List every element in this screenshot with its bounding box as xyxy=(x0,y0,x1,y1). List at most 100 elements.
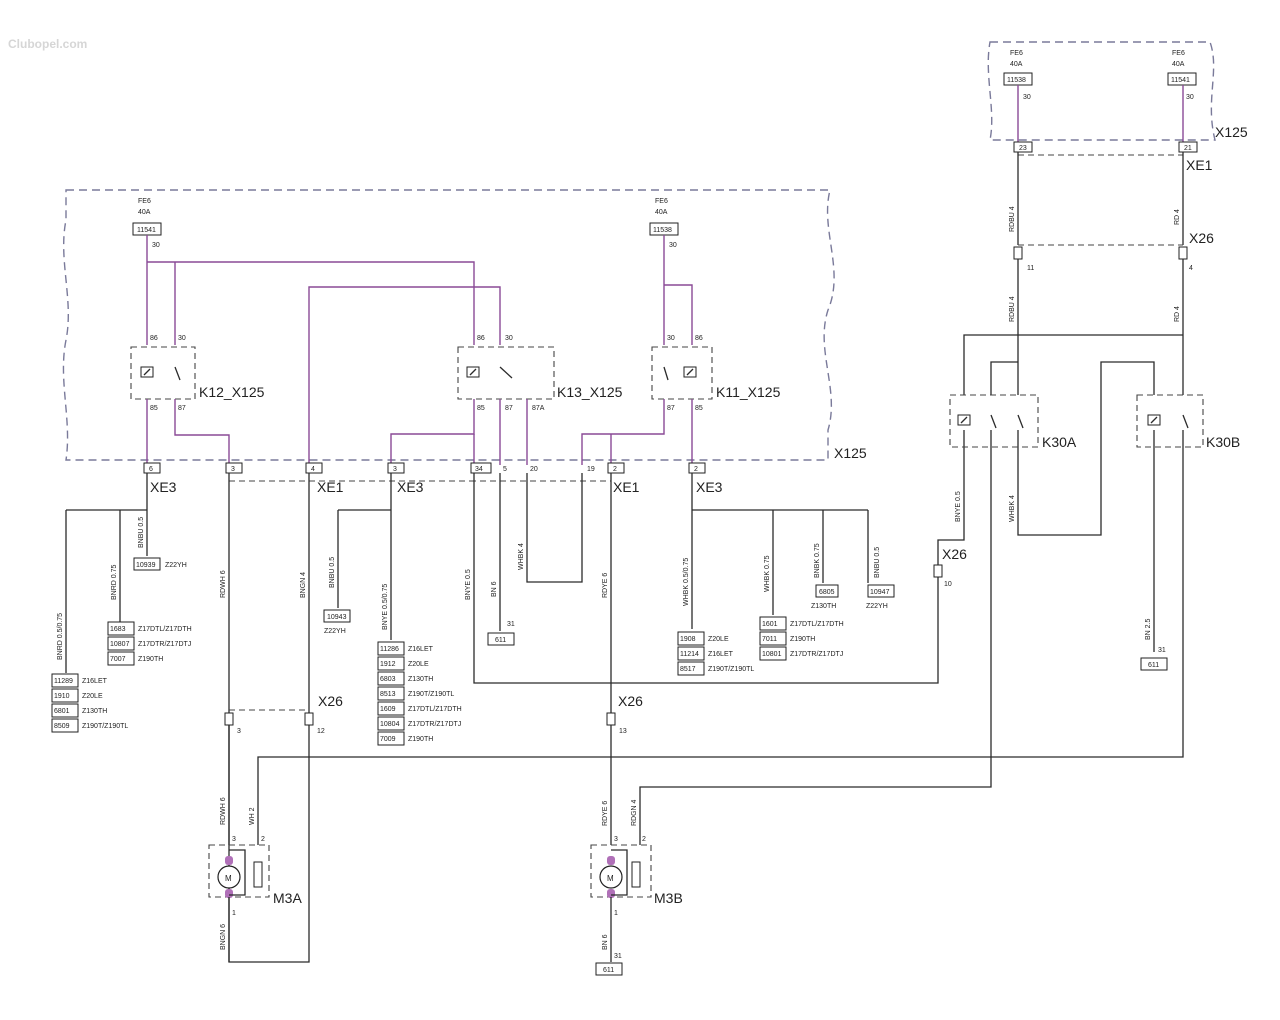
svg-text:30: 30 xyxy=(669,242,677,249)
ref-code: 10807 xyxy=(110,641,130,648)
ref-box xyxy=(377,701,405,716)
x125-main-boundary xyxy=(62,189,835,461)
ref-code: 6803 xyxy=(380,676,396,683)
svg-text:Z22YH: Z22YH xyxy=(866,603,888,610)
motor-symbol-b: M xyxy=(607,874,614,883)
ref-box xyxy=(377,641,405,656)
k30a-label: K30A xyxy=(1042,434,1077,450)
svg-text:BNBK 0.75: BNBK 0.75 xyxy=(814,543,821,578)
svg-text:BNBU 0.5: BNBU 0.5 xyxy=(138,517,145,548)
relay-k13: 86 30 85 87 87A K13_X125 xyxy=(457,335,623,412)
ref-engine: Z190TH xyxy=(790,636,815,643)
svg-text:34: 34 xyxy=(475,466,483,473)
svg-text:BNRD 0.75: BNRD 0.75 xyxy=(111,564,118,600)
ref-engine: Z130TH xyxy=(408,676,433,683)
svg-text:30: 30 xyxy=(1023,94,1031,101)
ref-engine: Z130TH xyxy=(82,708,107,715)
svg-text:21: 21 xyxy=(1184,145,1192,152)
ref-10947: 10947 Z22YH xyxy=(866,584,895,610)
svg-text:FE6: FE6 xyxy=(1172,50,1185,57)
svg-text:11538: 11538 xyxy=(653,227,672,234)
svg-text:85: 85 xyxy=(477,405,485,412)
svg-text:BNGN 6: BNGN 6 xyxy=(220,924,227,950)
xe1-label-a: XE1 xyxy=(317,479,344,495)
motor-symbol-a: M xyxy=(225,874,232,883)
ref-code: 1908 xyxy=(680,636,696,643)
ref-code: 1601 xyxy=(762,621,778,628)
ref-code: 1910 xyxy=(54,693,70,700)
ref-code: 6801 xyxy=(54,708,70,715)
svg-text:WHBK 4: WHBK 4 xyxy=(1009,495,1016,522)
svg-text:12: 12 xyxy=(317,728,325,735)
ref-engine: Z190TH xyxy=(138,656,163,663)
svg-text:FE6: FE6 xyxy=(1010,50,1023,57)
svg-text:11: 11 xyxy=(1027,265,1034,272)
ref-engine: Z190T/Z190TL xyxy=(82,723,128,730)
ref-engine: Z16LET xyxy=(82,678,108,685)
x26-label-a: X26 xyxy=(318,693,343,709)
svg-text:BNRD 0.5/0.75: BNRD 0.5/0.75 xyxy=(57,613,64,660)
svg-text:2: 2 xyxy=(642,836,646,843)
ref-code: 10801 xyxy=(762,651,782,658)
m3b-label: M3B xyxy=(654,890,683,906)
svg-text:86: 86 xyxy=(695,335,703,342)
ref-code: 1912 xyxy=(380,661,396,668)
ref-engine: Z190T/Z190TL xyxy=(708,666,754,673)
svg-text:611: 611 xyxy=(495,637,506,644)
svg-text:Z130TH: Z130TH xyxy=(811,603,836,610)
svg-text:RD 4: RD 4 xyxy=(1174,209,1181,225)
svg-text:3: 3 xyxy=(232,836,236,843)
ref-engine: Z16LET xyxy=(408,646,434,653)
ground-611-a: 31 611 xyxy=(487,621,515,646)
k11-label: K11_X125 xyxy=(716,384,781,400)
motor-m3b: M 3 2 1 M3B 31 611 RDYE 6 RDGN 4 BN 6 xyxy=(590,799,683,976)
svg-text:2: 2 xyxy=(694,466,698,473)
ref-code: 1609 xyxy=(380,706,396,713)
svg-text:BN 6: BN 6 xyxy=(602,934,609,950)
svg-text:611: 611 xyxy=(603,967,614,974)
xe1-top-label: XE1 xyxy=(1186,157,1213,173)
k13-label: K13_X125 xyxy=(557,384,623,400)
xe3-label-c: XE3 xyxy=(696,479,723,495)
svg-text:30: 30 xyxy=(1186,94,1194,101)
svg-text:87A: 87A xyxy=(532,405,545,412)
svg-text:3: 3 xyxy=(393,466,397,473)
ref-box xyxy=(677,631,705,646)
svg-text:23: 23 xyxy=(1019,145,1027,152)
ref-code: 7007 xyxy=(110,656,126,663)
svg-text:30: 30 xyxy=(178,335,186,342)
ref-engine: Z16LET xyxy=(708,651,734,658)
svg-text:BNYE 0.5/0.75: BNYE 0.5/0.75 xyxy=(382,584,389,630)
fuse-11538-mid: FE6 40A 11538 30 xyxy=(649,198,679,249)
svg-text:30: 30 xyxy=(667,335,675,342)
ref-box xyxy=(51,718,79,733)
svg-text:6805: 6805 xyxy=(819,589,835,596)
ref-code: 1683 xyxy=(110,626,126,633)
svg-text:Z22YH: Z22YH xyxy=(324,628,346,635)
svg-text:3: 3 xyxy=(237,728,241,735)
svg-text:RDBU 4: RDBU 4 xyxy=(1009,206,1016,232)
svg-text:3: 3 xyxy=(231,466,235,473)
ref-engine: Z190T/Z190TL xyxy=(408,691,454,698)
ref-engine: Z17DTR/Z17DTJ xyxy=(138,641,191,648)
ref-box xyxy=(51,688,79,703)
fuse-11541-left: FE6 40A 11541 30 xyxy=(132,198,162,249)
ref-box xyxy=(377,656,405,671)
svg-text:85: 85 xyxy=(150,405,158,412)
ref-10943: 10943 Z22YH xyxy=(323,609,351,635)
ref-code: 8517 xyxy=(680,666,696,673)
logo: Clubopel.com xyxy=(8,37,87,51)
svg-text:BNYE 0.5: BNYE 0.5 xyxy=(955,491,962,522)
ref-code: 7009 xyxy=(380,736,396,743)
svg-text:10939: 10939 xyxy=(136,562,156,569)
svg-text:WHBK 0.5/0.75: WHBK 0.5/0.75 xyxy=(683,558,690,606)
svg-text:4: 4 xyxy=(1189,265,1193,272)
svg-text:10: 10 xyxy=(944,581,952,588)
ref-box xyxy=(759,616,787,631)
svg-text:19: 19 xyxy=(587,466,595,473)
